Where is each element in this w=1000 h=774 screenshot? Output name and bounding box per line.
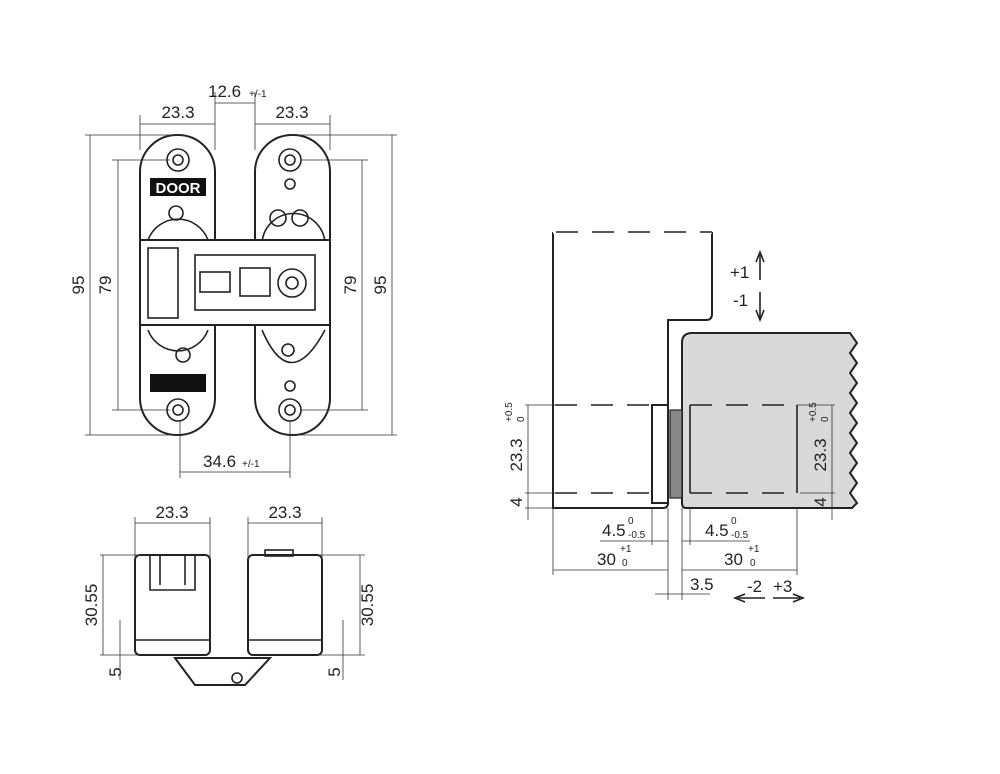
left-edge-tol-lower: -0.5 [628, 530, 646, 541]
vertical-adjust-arrows [732, 249, 806, 603]
front-dimension-lines [85, 92, 397, 478]
section-view: +1 -1 23.3 +0.5 0 4 23.3 +0.5 0 4 4.5 0 … [504, 230, 859, 603]
dim-right-height-outer: 95 [371, 276, 390, 295]
vertical-minus: -1 [733, 291, 748, 310]
left-pocket-tol-lower: 0 [516, 416, 527, 422]
lateral-plus: +3 [773, 577, 792, 596]
dim-top-left-width: 23.3 [161, 103, 194, 122]
right-edge-tol-lower: -0.5 [731, 530, 749, 541]
hinge-body [139, 239, 331, 326]
right-block [247, 554, 323, 656]
right-depth: 30 [724, 550, 743, 569]
hinge-left-part [651, 404, 669, 504]
dim-bottom-span: 34.6 [203, 452, 236, 471]
dim-gap-tol: +/-1 [249, 89, 267, 100]
door-logo-top [150, 178, 206, 196]
left-edge-tol-upper: 0 [628, 516, 634, 527]
right-offset: 4 [811, 497, 830, 506]
right-edge: 4.5 [705, 521, 729, 540]
right-pocket-tol-upper: +0.5 [808, 402, 819, 422]
vertical-plus: +1 [730, 263, 749, 282]
left-offset: 4 [507, 497, 526, 506]
dim-left-height-outer: 95 [69, 276, 88, 295]
right-depth-tol-upper: +1 [748, 544, 760, 555]
door-logo-bottom [150, 374, 206, 392]
left-depth-tol-upper: +1 [620, 544, 632, 555]
left-depth: 30 [597, 550, 616, 569]
left-block [134, 554, 211, 656]
right-edge-tol-upper: 0 [731, 516, 737, 527]
dim-left-width: 23.3 [155, 503, 188, 522]
right-pocket-height: 23.3 [811, 438, 830, 471]
dim-left-offset: 5 [106, 667, 125, 676]
dim-right-offset: 5 [325, 667, 344, 676]
gap: 3.5 [690, 575, 714, 594]
dim-left-height-inner: 79 [96, 276, 115, 295]
dim-right-width: 23.3 [268, 503, 301, 522]
bottom-dimension-lines [100, 517, 365, 680]
dim-gap: 12.6 [208, 82, 241, 101]
dim-left-depth: 30.55 [82, 584, 101, 627]
dim-right-height-inner: 79 [341, 276, 360, 295]
door-leaf [681, 332, 859, 509]
hinge-arm [173, 657, 273, 686]
screw-holes [166, 148, 302, 422]
dim-bottom-span-tol: +/-1 [242, 459, 260, 470]
right-depth-tol-lower: 0 [750, 558, 756, 569]
left-edge: 4.5 [602, 521, 626, 540]
dim-right-depth: 30.55 [358, 584, 377, 627]
bottom-view: 23.3 23.3 30.55 30.55 5 5 [82, 503, 377, 686]
section-dimension-lines [525, 404, 835, 600]
left-pocket-tol-upper: +0.5 [504, 402, 515, 422]
front-view: DOOR [69, 82, 397, 478]
svg-text:DOOR: DOOR [156, 180, 201, 197]
left-pocket-height: 23.3 [507, 438, 526, 471]
right-pocket-tol-lower: 0 [820, 416, 831, 422]
lateral-minus: -2 [747, 577, 762, 596]
left-depth-tol-lower: 0 [622, 558, 628, 569]
dim-top-right-width: 23.3 [275, 103, 308, 122]
hinge-center [669, 409, 683, 499]
